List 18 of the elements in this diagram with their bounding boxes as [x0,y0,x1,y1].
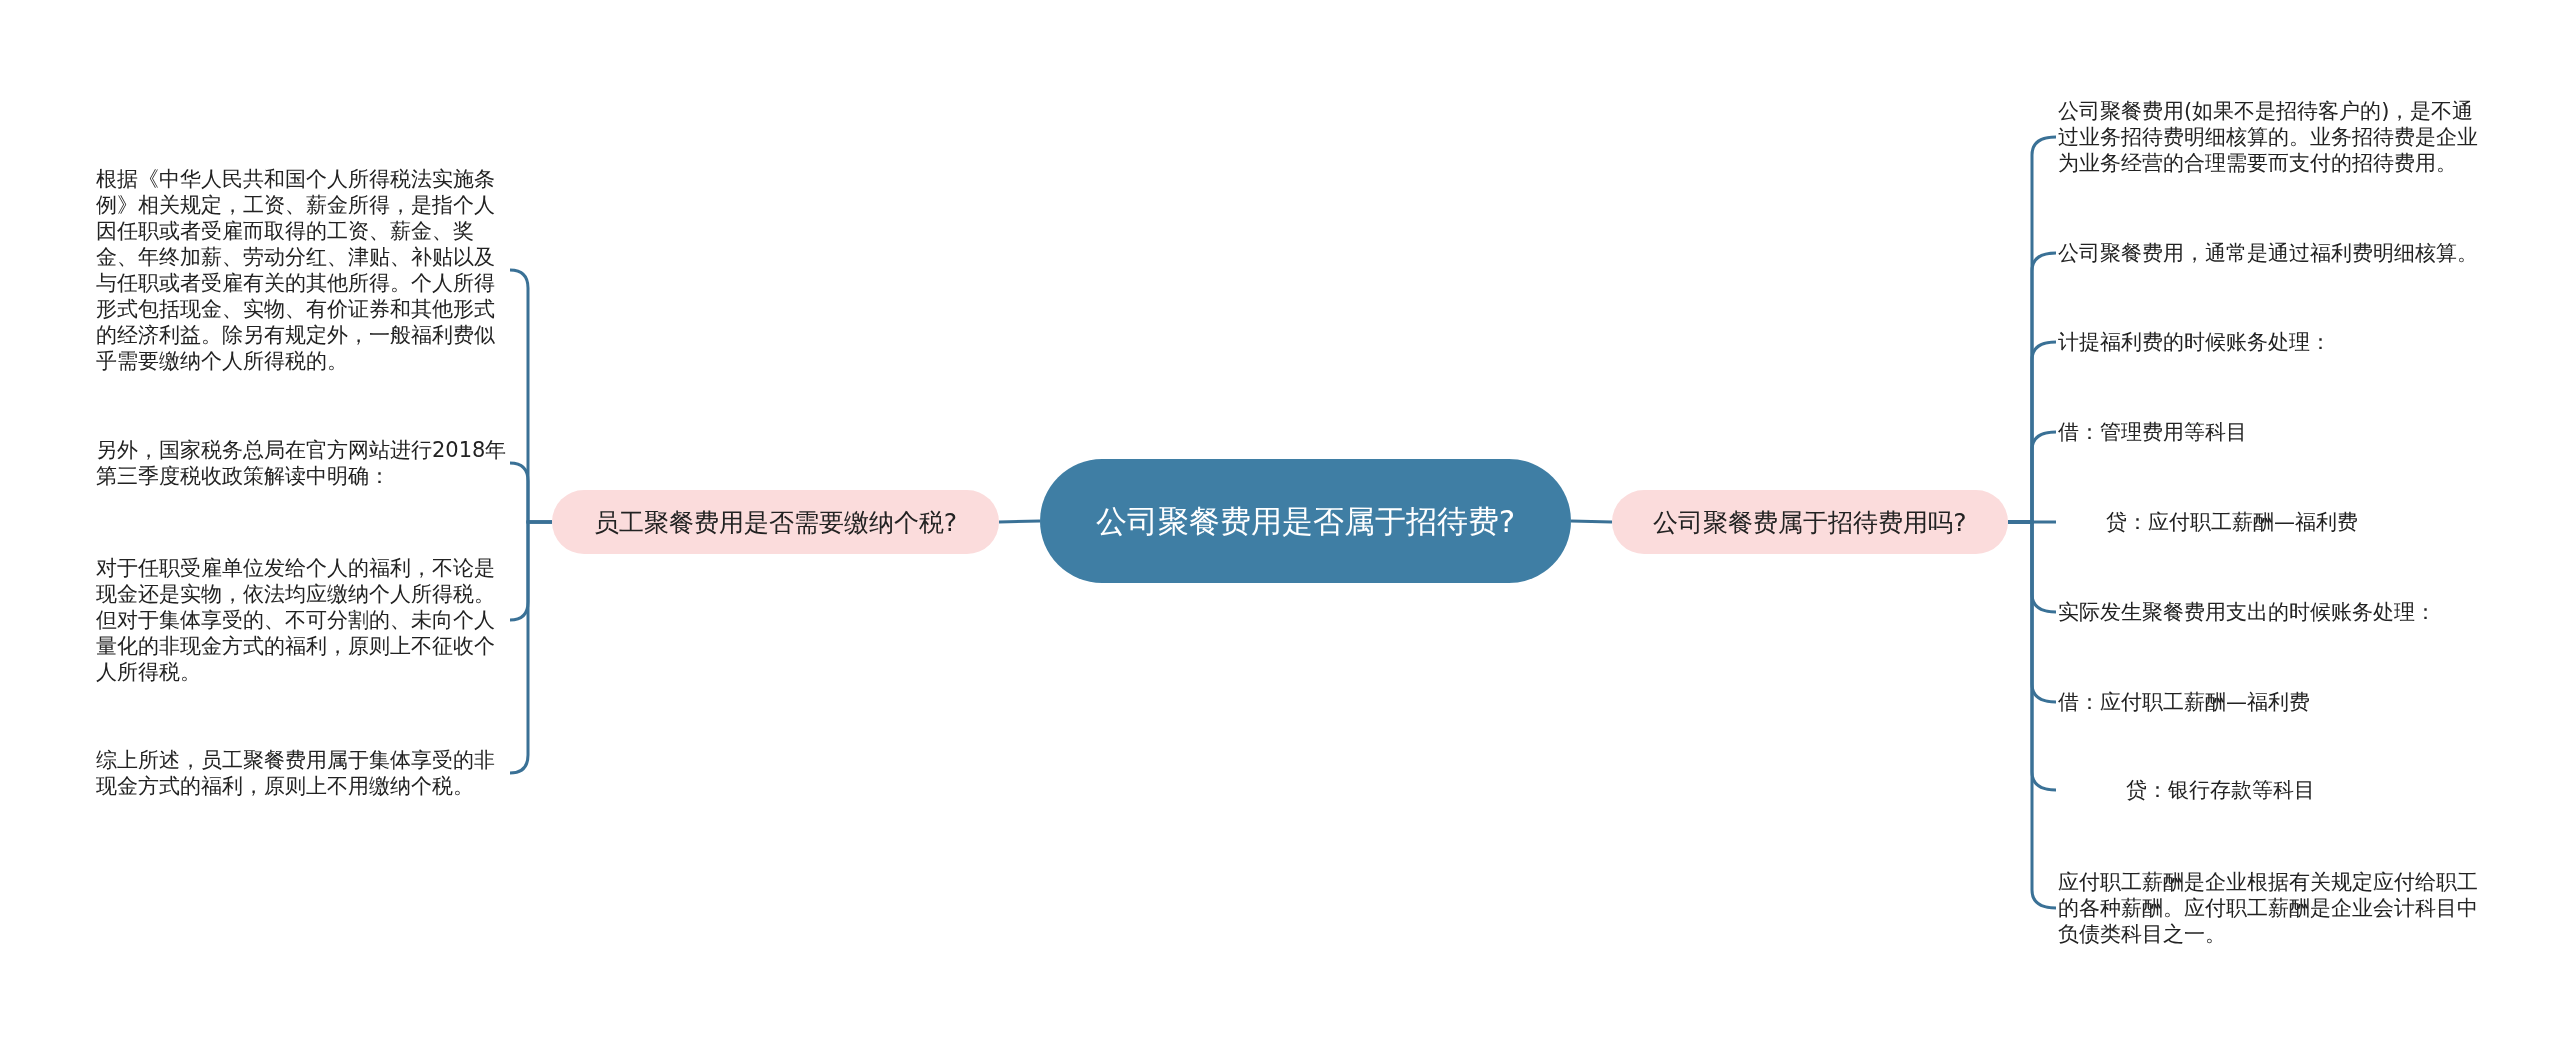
note-text: 贷：银行存款等科目 [2058,777,2488,803]
note-text: 对于任职受雇单位发给个人的福利，不论是现金还是实物，依法均应缴纳个人所得税。但对于集体享受的、不可分割的、未向个人量化的非现金方式的福利，原则上不征收个人所得税。 [96,555,508,685]
note-text: 公司聚餐费用(如果不是招待客户的)，是不通过业务招待费明细核算的。业务招待费是企业为业务经营的合理需要而支付的招待费用。 [2058,98,2488,176]
subtopic-pill: 公司聚餐费属于招待费用吗? [1612,490,2008,554]
note-text: 综上所述，员工聚餐费用属于集体享受的非现金方式的福利，原则上不用缴纳个税。 [96,747,508,799]
connector-line [998,519,1041,524]
note-text: 公司聚餐费用，通常是通过福利费明细核算。 [2058,240,2488,266]
note-text: 贷：应付职工薪酬—福利费 [2058,509,2488,535]
subtopic-pill: 员工聚餐费用是否需要缴纳个税? [552,490,999,554]
note-text: 实际发生聚餐费用支出的时候账务处理： [2058,599,2488,625]
note-text: 应付职工薪酬是企业根据有关规定应付给职工的各种薪酬。应付职工薪酬是企业会计科目中负债类科目之一。 [2058,869,2488,947]
note-text: 借：管理费用等科目 [2058,419,2488,445]
note-text: 计提福利费的时候账务处理： [2058,329,2488,355]
topic-pill: 公司聚餐费用是否属于招待费? [1040,459,1571,583]
connector-line [1570,519,1613,524]
note-text: 借：应付职工薪酬—福利费 [2058,689,2488,715]
note-text: 根据《中华人民共和国个人所得税法实施条例》相关规定，工资、薪金所得，是指个人因任职或者受雇而取得的工资、薪金、奖金、年终加薪、劳动分红、津贴、补贴以及与任职或者受雇有关的其他所得。个人所得形式包括现金、实物、有价证券和其他形式的经济利益。除另有规定外，一般福利费似乎需要缴纳个人所得税的。 [96,166,508,374]
note-text: 另外，国家税务总局在官方网站进行2018年第三季度税收政策解读中明确： [96,437,508,489]
